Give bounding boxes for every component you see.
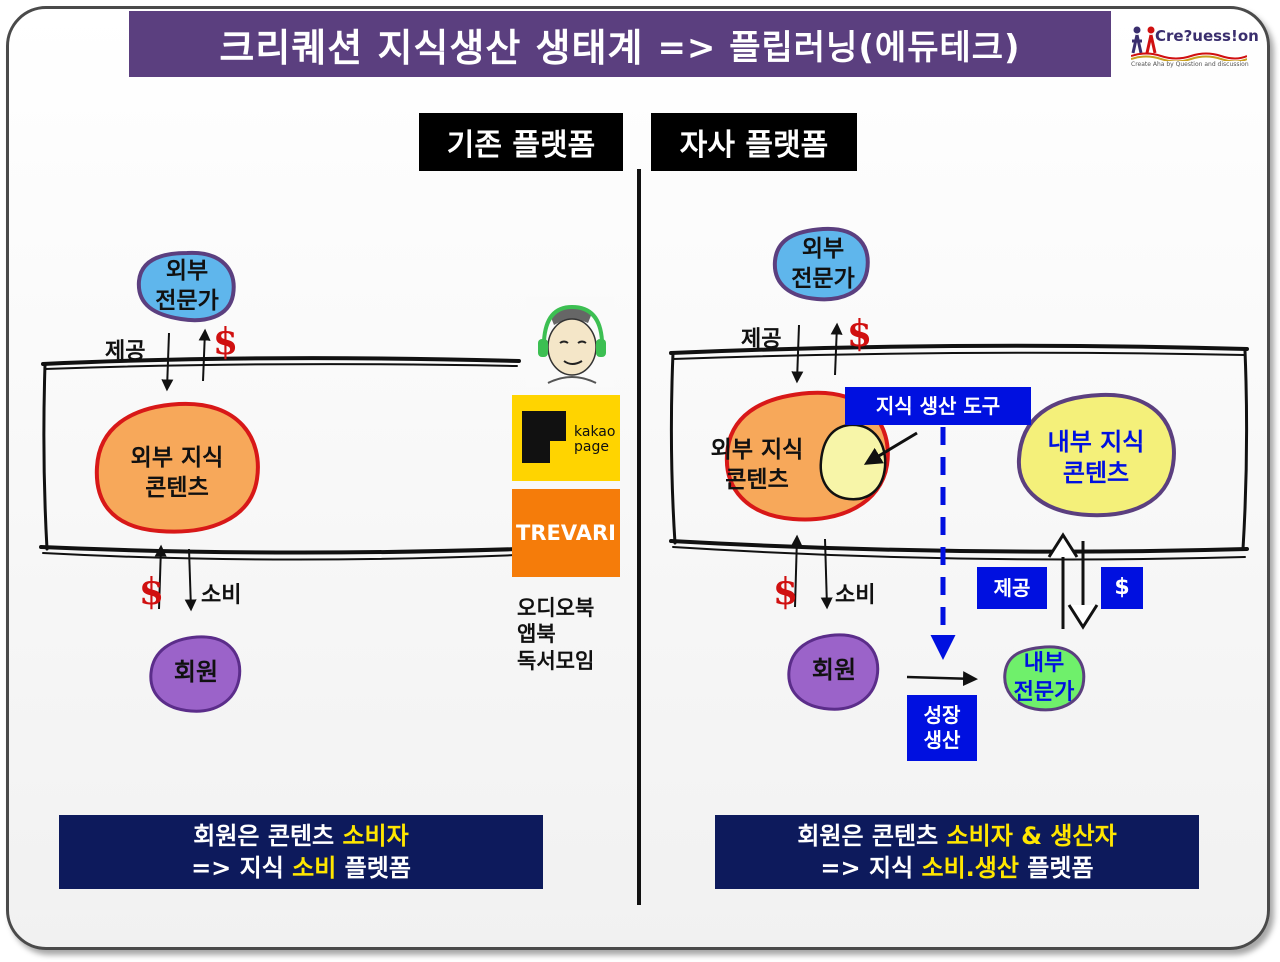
left-summary-line1-pre: 회원은 콘텐츠 <box>193 821 343 850</box>
left-member-bubble <box>149 635 242 713</box>
left-pay-arrow <box>198 328 211 382</box>
right-provide-label: 제공 <box>741 327 782 352</box>
knowledge-tool-label: 지식 생산 도구 <box>845 387 1031 425</box>
right-consume-label: 소비 <box>835 583 876 608</box>
brand-list-item: 앱북 <box>517 622 556 647</box>
tool-pointer-arrow <box>863 431 918 465</box>
right-summary-line2-post: 플렛폼 <box>1018 854 1094 882</box>
audiobook-avatar-icon <box>538 304 606 384</box>
left-summary: 회원은 콘텐츠 소비자 => 지식 소비 플렛폼 <box>59 815 543 889</box>
right-content-ext-label: 외부 지식 콘텐츠 <box>710 437 804 493</box>
left-summary-line2-post: 플렛폼 <box>336 854 411 882</box>
internal-provide-tag: 제공 <box>977 567 1047 609</box>
internal-expert-label: 내부 전문가 <box>1013 651 1075 705</box>
left-summary-line2-highlight: 소비 <box>292 854 337 882</box>
internal-dollar-tag: $ <box>1101 567 1143 609</box>
left-bottom-pay-arrow <box>154 544 167 610</box>
right-dollar-top: $ <box>847 313 873 355</box>
left-expert-label: 외부 전문가 <box>155 258 219 314</box>
right-provide-arrow <box>791 324 804 384</box>
logo-text: Cre?uess!on <box>1155 27 1259 45</box>
company-logo: Cre?uess!on Create Aha by Question and d… <box>1129 21 1259 77</box>
right-summary-line2-highlight: 소비.생산 <box>921 854 1019 882</box>
kakaopage-logo-icon <box>522 411 566 463</box>
left-expert-bubble <box>136 250 236 323</box>
right-header: 자사 플랫폼 <box>651 113 857 171</box>
right-summary-line1: 회원은 콘텐츠 소비자 & 생산자 <box>797 820 1116 852</box>
left-dollar-bottom: $ <box>139 571 165 613</box>
right-summary-line1-pre: 회원은 콘텐츠 <box>797 821 947 850</box>
left-dollar-top: $ <box>213 321 239 363</box>
left-provide-label: 제공 <box>105 339 146 364</box>
right-expert-bubble <box>772 226 870 302</box>
audiobook-brand <box>526 297 614 387</box>
right-member-label: 회원 <box>811 656 857 685</box>
left-platform-frame <box>39 356 521 561</box>
right-summary-line2: => 지식 소비.생산 플렛폼 <box>820 852 1093 884</box>
right-member-bubble <box>787 633 880 711</box>
title-bar: 크리퀘션 지식생산 생태계 => 플립러닝(에듀테크) <box>129 11 1111 77</box>
left-brand-list: 오디오북 앱북 독서모임 <box>517 595 594 674</box>
growth-production-tag: 성장 생산 <box>907 695 977 761</box>
kakaopage-brand: kakao page <box>512 395 620 481</box>
right-dollar-bottom: $ <box>773 571 799 613</box>
left-member-label: 회원 <box>173 658 219 687</box>
left-summary-line2-pre: => 지식 <box>191 854 293 882</box>
left-content-bubble <box>94 401 260 534</box>
left-summary-line2: => 지식 소비 플렛폼 <box>191 852 411 884</box>
logo-figures-icon <box>1131 26 1157 54</box>
brand-list-item: 독서모임 <box>517 648 595 673</box>
right-content-int-bubble <box>1016 392 1176 518</box>
right-tool-bubble <box>819 423 887 501</box>
slide-canvas: 크리퀘션 지식생산 생태계 => 플립러닝(에듀테크) Cre?uess!on … <box>6 6 1270 950</box>
title-main: 크리퀘션 지식생산 생태계 <box>219 25 644 70</box>
right-content-int-label: 내부 지식 콘텐츠 <box>1047 427 1145 487</box>
logo-tagline: Create Aha by Question and discussion <box>1131 61 1249 68</box>
right-expert-label: 외부 전문가 <box>791 236 855 292</box>
right-summary-line1-highlight: 소비자 & 생산자 <box>946 821 1117 850</box>
growth-arrow <box>906 671 978 687</box>
diagram-shapes <box>39 226 1249 713</box>
right-summary: 회원은 콘텐츠 소비자 & 생산자 => 지식 소비.생산 플렛폼 <box>715 815 1199 889</box>
right-consume-arrow <box>820 538 833 610</box>
left-consume-arrow <box>184 548 197 612</box>
title-sub: => 플립러닝(에듀테크) <box>657 27 1021 68</box>
internal-provide-arrowhead <box>1047 532 1079 558</box>
kakaopage-text: kakao page <box>574 424 616 455</box>
left-summary-line1-highlight: 소비자 <box>342 821 409 850</box>
left-summary-line1: 회원은 콘텐츠 소비자 <box>193 820 408 852</box>
right-platform-frame <box>669 343 1249 561</box>
left-content-label: 외부 지식 콘텐츠 <box>130 445 224 501</box>
internal-expert-bubble <box>1003 645 1086 712</box>
logo-wave-icon <box>1131 52 1247 61</box>
left-consume-label: 소비 <box>201 583 242 608</box>
brand-list-item: 오디오북 <box>517 596 595 620</box>
left-provide-arrow <box>161 332 174 392</box>
trevari-brand: TREVARI <box>512 489 620 577</box>
right-pay-arrow <box>830 322 843 376</box>
center-divider <box>637 169 641 905</box>
right-bottom-pay-arrow <box>790 534 803 608</box>
left-header: 기존 플랫폼 <box>419 113 623 171</box>
internal-pay-arrowhead <box>1067 604 1099 630</box>
right-summary-line2-pre: => 지식 <box>820 854 922 882</box>
